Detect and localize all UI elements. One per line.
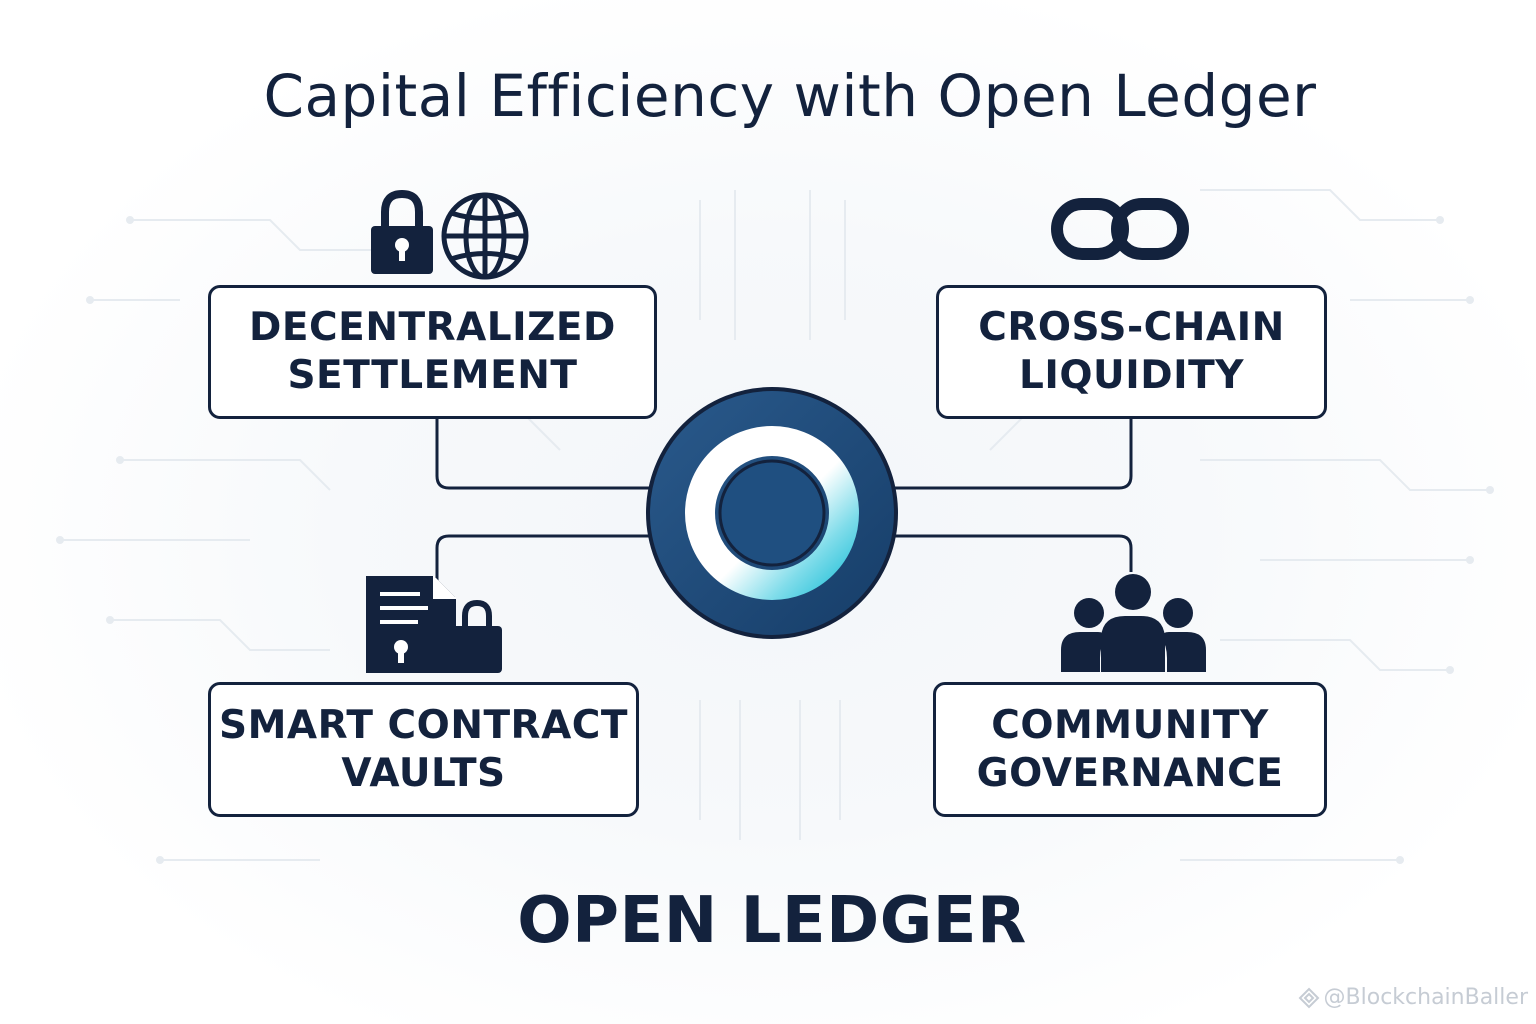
watermark-handle: @BlockchainBaller (1323, 985, 1528, 1010)
globe-icon (441, 192, 529, 280)
pillar-label: COMMUNITY GOVERNANCE (976, 702, 1284, 796)
pillar-smart-contract-vaults: SMART CONTRACT VAULTS (208, 682, 639, 817)
document-icon (366, 576, 456, 673)
pillar-decentralized-settlement: DECENTRALIZED SETTLEMENT (208, 285, 657, 419)
pillar-label: SMART CONTRACT VAULTS (219, 702, 628, 796)
connector-vaults (435, 534, 660, 588)
brand-wordmark: OPEN LEDGER (517, 884, 1027, 958)
padlock-icon (371, 189, 433, 274)
connector-settlement (435, 419, 660, 490)
pillar-cross-chain-liquidity: CROSS-CHAIN LIQUIDITY (936, 285, 1327, 419)
pillar-label: DECENTRALIZED SETTLEMENT (249, 305, 616, 398)
connector-governance (890, 534, 1133, 572)
pillar-community-governance: COMMUNITY GOVERNANCE (933, 682, 1327, 817)
open-ledger-logo (646, 387, 898, 639)
pillar-label: CROSS-CHAIN LIQUIDITY (978, 305, 1285, 398)
watermark: @BlockchainBaller (1298, 985, 1528, 1010)
people-group-icon (1061, 574, 1206, 672)
diamond-logo-icon (1298, 987, 1319, 1008)
chain-link-icon (1051, 198, 1189, 260)
padlock-icon (452, 599, 502, 673)
diagram-title: Capital Efficiency with Open Ledger (263, 62, 1317, 130)
connector-liquidity (890, 419, 1133, 490)
